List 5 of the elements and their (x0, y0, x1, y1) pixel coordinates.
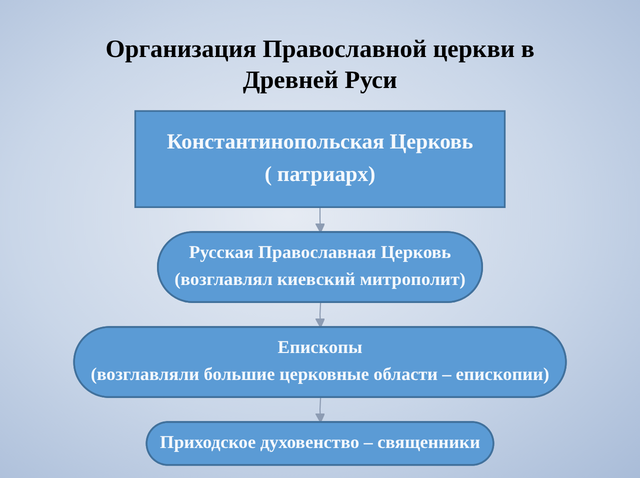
title: Организация Православной церкви в Древней Руси (104, 35, 536, 96)
arrow (315, 302, 326, 328)
arrow (315, 207, 326, 234)
node-box: Константинопольская Церковь ( патриарх) (134, 110, 506, 208)
arrow (315, 398, 326, 423)
